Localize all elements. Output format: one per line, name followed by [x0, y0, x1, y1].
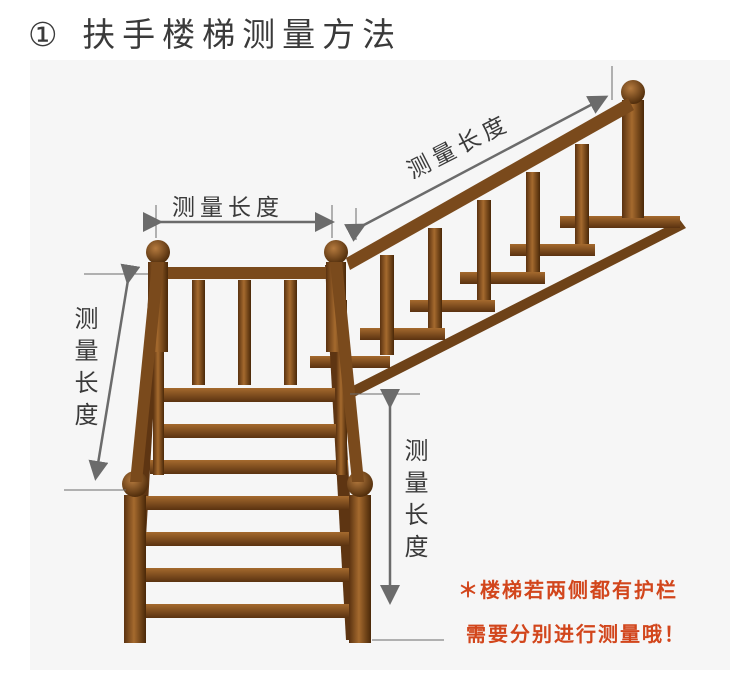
page-title: ① 扶手楼梯测量方法: [28, 15, 403, 54]
top-width-label: 测量长度: [172, 195, 284, 221]
right-height-label: 测量长度: [400, 438, 428, 566]
lower-flight: [122, 240, 373, 643]
left-height-arrow: [88, 263, 141, 481]
note-line-2: 需要分别进行测量哦！: [466, 622, 686, 646]
diagonal-arrow: [344, 95, 609, 242]
left-height-label: 测量长度: [70, 306, 98, 434]
note-line-1: ＊楼梯若两侧都有护栏: [458, 578, 678, 602]
dimension-lines: [64, 66, 613, 641]
